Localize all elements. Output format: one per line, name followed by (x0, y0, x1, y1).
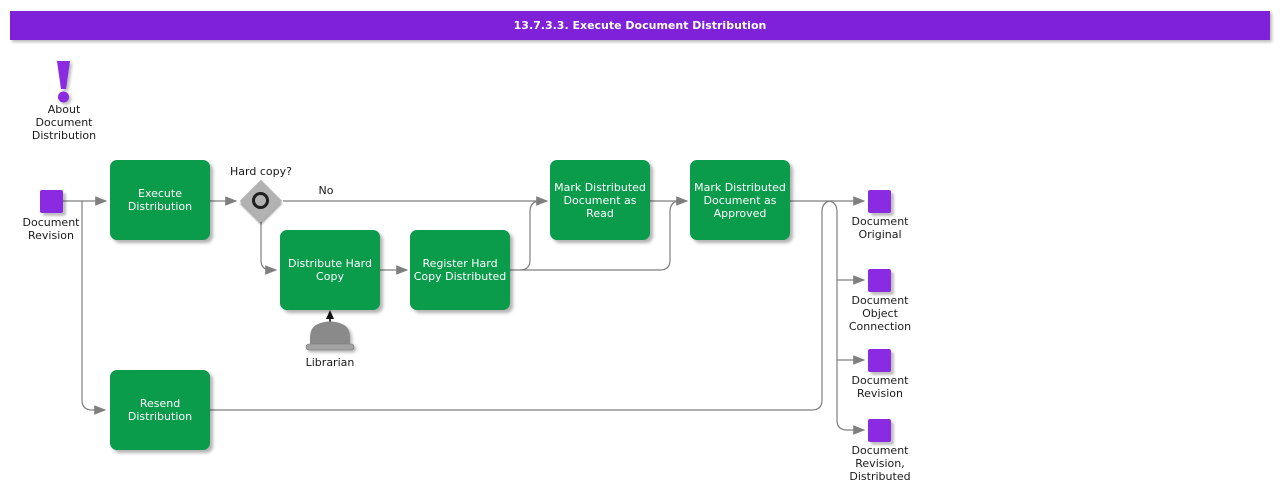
connector-register-branch-to-read (519, 200, 544, 271)
activity-execute-distribution[interactable]: Execute Distribution (110, 160, 210, 240)
diagram-title: 13.7.3.3. Execute Document Distribution (513, 19, 767, 32)
decision-no-label: No (318, 184, 334, 197)
activity-mark-distributed-document-as-read[interactable]: Mark Distributed Document as Read (550, 160, 650, 240)
decision-question-label: Hard copy? (230, 165, 292, 178)
activity-execute-distribution-label: Execute Distribution (127, 187, 193, 213)
activity-resend-distribution[interactable]: Resend Distribution (110, 370, 210, 450)
librarian-actor-icon (305, 310, 355, 351)
input-document-revision-label: Document Revision (22, 216, 80, 242)
output-document-object-connection-square[interactable] (868, 269, 891, 292)
decision-ring-icon (252, 192, 269, 209)
output-document-original-square[interactable] (868, 190, 891, 213)
connector-decision-to-distribute (260, 222, 278, 275)
connector-input-branch-to-resend (81, 201, 107, 415)
about-label: About Document Distribution (31, 103, 97, 142)
output-document-revision-distributed-square[interactable] (868, 419, 891, 442)
connector-resend-merge (210, 200, 833, 411)
activity-mark-distributed-document-as-approved[interactable]: Mark Distributed Document as Approved (690, 160, 790, 240)
output-document-revision-square[interactable] (868, 349, 891, 372)
decision-gateway-icon (239, 179, 283, 223)
output-document-original-label: Document Original (851, 215, 909, 241)
input-document-revision-square[interactable] (40, 190, 63, 213)
activity-mark-read-label: Mark Distributed Document as Read (554, 180, 646, 220)
activity-distribute-hard-copy[interactable]: Distribute Hard Copy (280, 230, 380, 310)
activity-register-hard-copy-distributed-label: Register Hard Copy Distributed (413, 257, 507, 283)
activity-resend-distribution-label: Resend Distribution (127, 397, 193, 423)
connector-branch-to-revision-distributed (829, 200, 866, 435)
librarian-hat-icon (305, 321, 355, 351)
connector-register-to-approved (510, 200, 684, 271)
diagram-title-bar: 13.7.3.3. Execute Document Distribution (10, 11, 1270, 40)
output-document-revision-label: Document Revision (851, 374, 909, 400)
activity-distribute-hard-copy-label: Distribute Hard Copy (287, 257, 372, 283)
activity-register-hard-copy-distributed[interactable]: Register Hard Copy Distributed (410, 230, 510, 310)
output-document-revision-distributed-label: Document Revision, Distributed (849, 444, 911, 483)
output-document-object-connection-label: Document Object Connection (848, 294, 912, 333)
activity-mark-approved-label: Mark Distributed Document as Approved (694, 180, 786, 220)
librarian-label: Librarian (305, 356, 355, 369)
about-exclamation-icon[interactable] (40, 55, 90, 110)
